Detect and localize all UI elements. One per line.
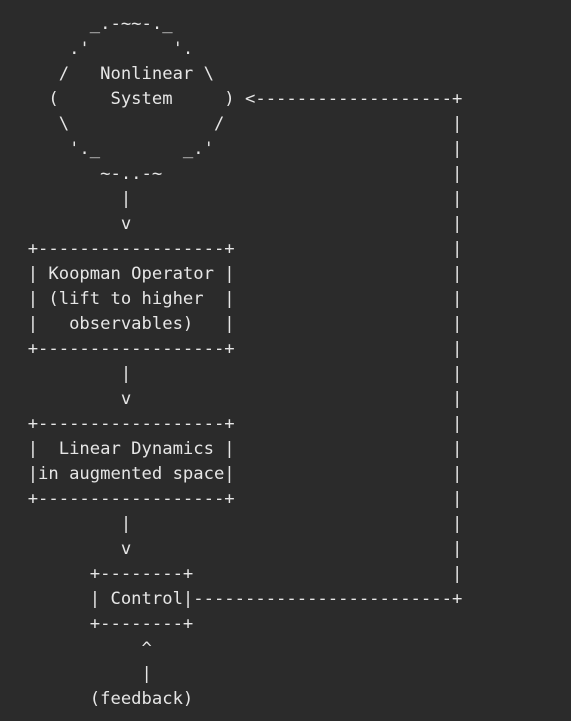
diagram-line-koopman-label-1: | Koopman Operator | | <box>7 264 463 284</box>
diagram-line-system-label-2: ( System ) <-------------------+ <box>7 89 463 109</box>
diagram-line-arrow-head-2: v | <box>7 389 463 409</box>
diagram-line-control-label: | Control|-------------------------+ <box>7 589 463 609</box>
diagram-line-linear-label-2: |in augmented space| | <box>7 464 463 484</box>
diagram-line-feedback-arrow-head: ^ <box>7 639 152 659</box>
diagram-line-system-lower: \ / | <box>7 114 463 134</box>
diagram-line-control-box-bottom: +--------+ <box>7 614 194 634</box>
diagram-line-koopman-label-3: | observables) | | <box>7 314 463 334</box>
diagram-line-linear-label-1: | Linear Dynamics | | <box>7 439 463 459</box>
diagram-line-linear-box-bottom: +------------------+ | <box>7 489 463 509</box>
diagram-line-arrow-stem-1: | | <box>7 189 463 209</box>
diagram-line-arrow-stem-2: | | <box>7 364 463 384</box>
diagram-line-feedback-arrow-stem: | <box>7 664 152 684</box>
diagram-line-control-box-top: +--------+ | <box>7 564 463 584</box>
diagram-line-arrow-head-1: v | <box>7 214 463 234</box>
diagram-line-koopman-box-bottom: +------------------+ | <box>7 339 463 359</box>
diagram-line-feedback-label: (feedback) <box>7 689 194 709</box>
diagram-line-arrow-head-3: v | <box>7 539 463 559</box>
diagram-line-system-top: _.-~~-._ <box>7 14 173 34</box>
diagram-line-koopman-label-2: | (lift to higher | | <box>7 289 463 309</box>
diagram-line-system-bottom: ~-..-~ | <box>7 164 463 184</box>
diagram-line-linear-box-top: +------------------+ | <box>7 414 463 434</box>
diagram-line-system-shoulder: .' '. <box>7 39 194 59</box>
ascii-diagram: _.-~~-._ .' '. / Nonlinear \ ( System ) … <box>7 12 463 712</box>
diagram-line-koopman-box-top: +------------------+ | <box>7 239 463 259</box>
diagram-line-system-label-1: / Nonlinear \ <box>7 64 214 84</box>
diagram-line-arrow-stem-3: | | <box>7 514 463 534</box>
diagram-line-system-bottom-curve: '._ _.' | <box>7 139 463 159</box>
